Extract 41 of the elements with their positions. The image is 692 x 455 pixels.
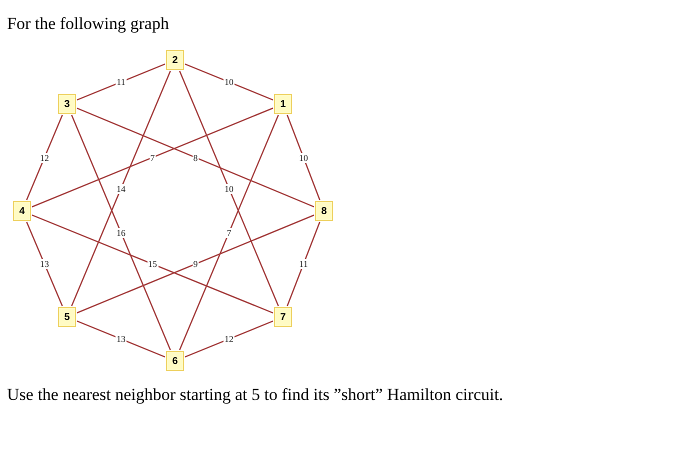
edge-weight: 12 <box>39 152 50 162</box>
edge-weight: 15 <box>147 259 158 269</box>
graph-edge <box>286 222 320 306</box>
edge-weight: 10 <box>224 77 234 87</box>
edge-weight: 14 <box>116 184 126 194</box>
edge-weight: 16 <box>116 228 126 238</box>
graph-edge <box>179 114 279 350</box>
vertex-box: 2 <box>166 50 184 70</box>
edge-weight: 13 <box>39 259 50 269</box>
edge-weight: 7 <box>149 152 156 162</box>
edge-weight: 13 <box>116 334 126 344</box>
graph-edge <box>76 63 166 101</box>
graph-edge <box>184 320 274 358</box>
graph-edge <box>184 63 274 101</box>
graph-edge <box>76 320 166 358</box>
edge-weight: 10 <box>298 152 309 162</box>
edge-weight: 11 <box>116 77 126 87</box>
edge-weight: 8 <box>192 152 199 162</box>
vertex-box: 1 <box>274 94 292 114</box>
graph-edge <box>179 70 279 306</box>
edge-weight: 9 <box>192 259 199 269</box>
vertex-box: 8 <box>315 201 333 221</box>
edge-weight: 12 <box>224 334 234 344</box>
vertex-box: 4 <box>13 201 31 221</box>
vertex-box: 7 <box>274 307 292 327</box>
graph-edge <box>26 222 63 306</box>
question-text: Use the nearest neighbor starting at 5 to find its ”short” Hamilton circuit. <box>7 385 504 405</box>
graph-edge <box>71 70 171 306</box>
vertex-box: 3 <box>58 94 76 114</box>
graph-edge <box>76 214 314 314</box>
vertex-box: 5 <box>58 307 76 327</box>
graph-edge <box>32 108 274 208</box>
vertex-box: 6 <box>166 351 184 371</box>
graph-edge <box>286 114 320 200</box>
graph-edge <box>71 114 171 350</box>
graph-edge <box>76 108 314 208</box>
title: For the following graph <box>7 14 169 34</box>
edge-weight: 11 <box>298 259 309 269</box>
graph-edge <box>26 114 63 200</box>
graph-edge <box>32 214 274 314</box>
edge-weight: 10 <box>224 184 234 194</box>
